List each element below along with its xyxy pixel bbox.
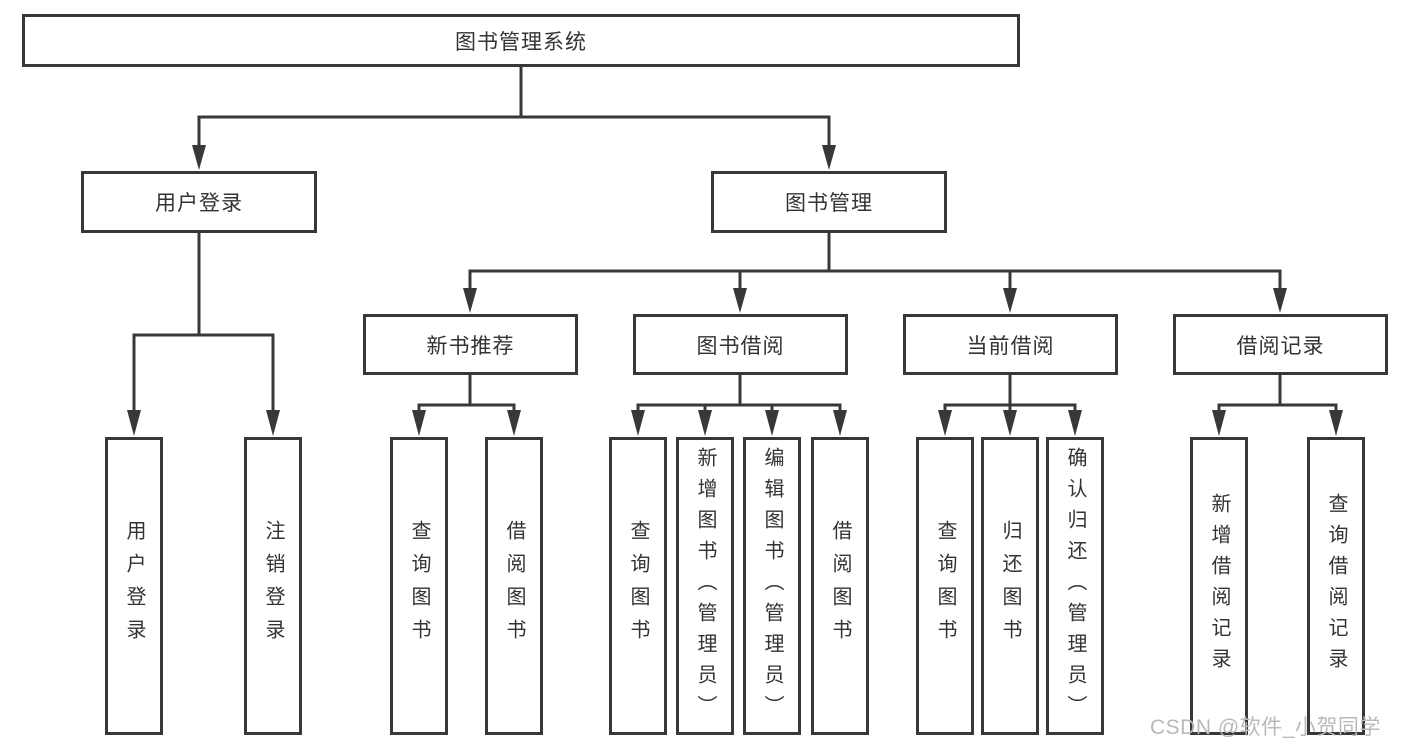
node-current-borrow: 当前借阅 — [903, 314, 1118, 375]
node-new-book-recommend: 新书推荐 — [363, 314, 578, 375]
node-label: 新增图书（管理员） — [694, 446, 716, 726]
node-label: 借阅记录 — [1236, 334, 1325, 358]
node-label: 确认归还（管理员） — [1064, 446, 1086, 726]
node-label: 图书借阅 — [696, 334, 785, 358]
leaf-user-login: 用户登录 — [105, 437, 163, 735]
leaf-borrow-books-1: 借阅图书 — [485, 437, 543, 735]
leaf-add-borrow-record: 新增借阅记录 — [1190, 437, 1248, 735]
leaf-query-books-3: 查询图书 — [916, 437, 974, 735]
node-label: 注销登录 — [262, 520, 284, 652]
node-label: 归还图书 — [999, 520, 1021, 652]
node-label: 当前借阅 — [966, 334, 1055, 358]
node-label: 查询图书 — [627, 520, 649, 652]
node-borrow-records: 借阅记录 — [1173, 314, 1388, 375]
leaf-borrow-books-2: 借阅图书 — [811, 437, 869, 735]
leaf-add-book-admin: 新增图书（管理员） — [676, 437, 734, 735]
leaf-return-book: 归还图书 — [981, 437, 1039, 735]
node-label: 查询图书 — [408, 520, 430, 652]
node-label: 新增借阅记录 — [1208, 493, 1230, 679]
csdn-watermark: CSDN @软件_小贺同学 — [1150, 716, 1381, 739]
node-label: 借阅图书 — [829, 520, 851, 652]
node-label: 借阅图书 — [503, 520, 525, 652]
node-user-login-branch: 用户登录 — [81, 171, 317, 233]
leaf-query-borrow-record: 查询借阅记录 — [1307, 437, 1365, 735]
node-label: 查询图书 — [934, 520, 956, 652]
leaf-logout: 注销登录 — [244, 437, 302, 735]
node-label: 用户登录 — [123, 520, 145, 652]
leaf-edit-book-admin: 编辑图书（管理员） — [743, 437, 801, 735]
node-label: 查询借阅记录 — [1325, 493, 1347, 679]
node-label: 新书推荐 — [426, 334, 515, 358]
node-label: 图书管理 — [785, 192, 873, 215]
node-label: 用户登录 — [155, 192, 243, 215]
node-label: 图书管理系统 — [455, 30, 587, 54]
node-book-management: 图书管理 — [711, 171, 947, 233]
leaf-query-books-2: 查询图书 — [609, 437, 667, 735]
node-root-system: 图书管理系统 — [22, 14, 1020, 67]
node-book-borrow: 图书借阅 — [633, 314, 848, 375]
leaf-confirm-return-admin: 确认归还（管理员） — [1046, 437, 1104, 735]
node-label: 编辑图书（管理员） — [761, 446, 783, 726]
leaf-query-books-1: 查询图书 — [390, 437, 448, 735]
